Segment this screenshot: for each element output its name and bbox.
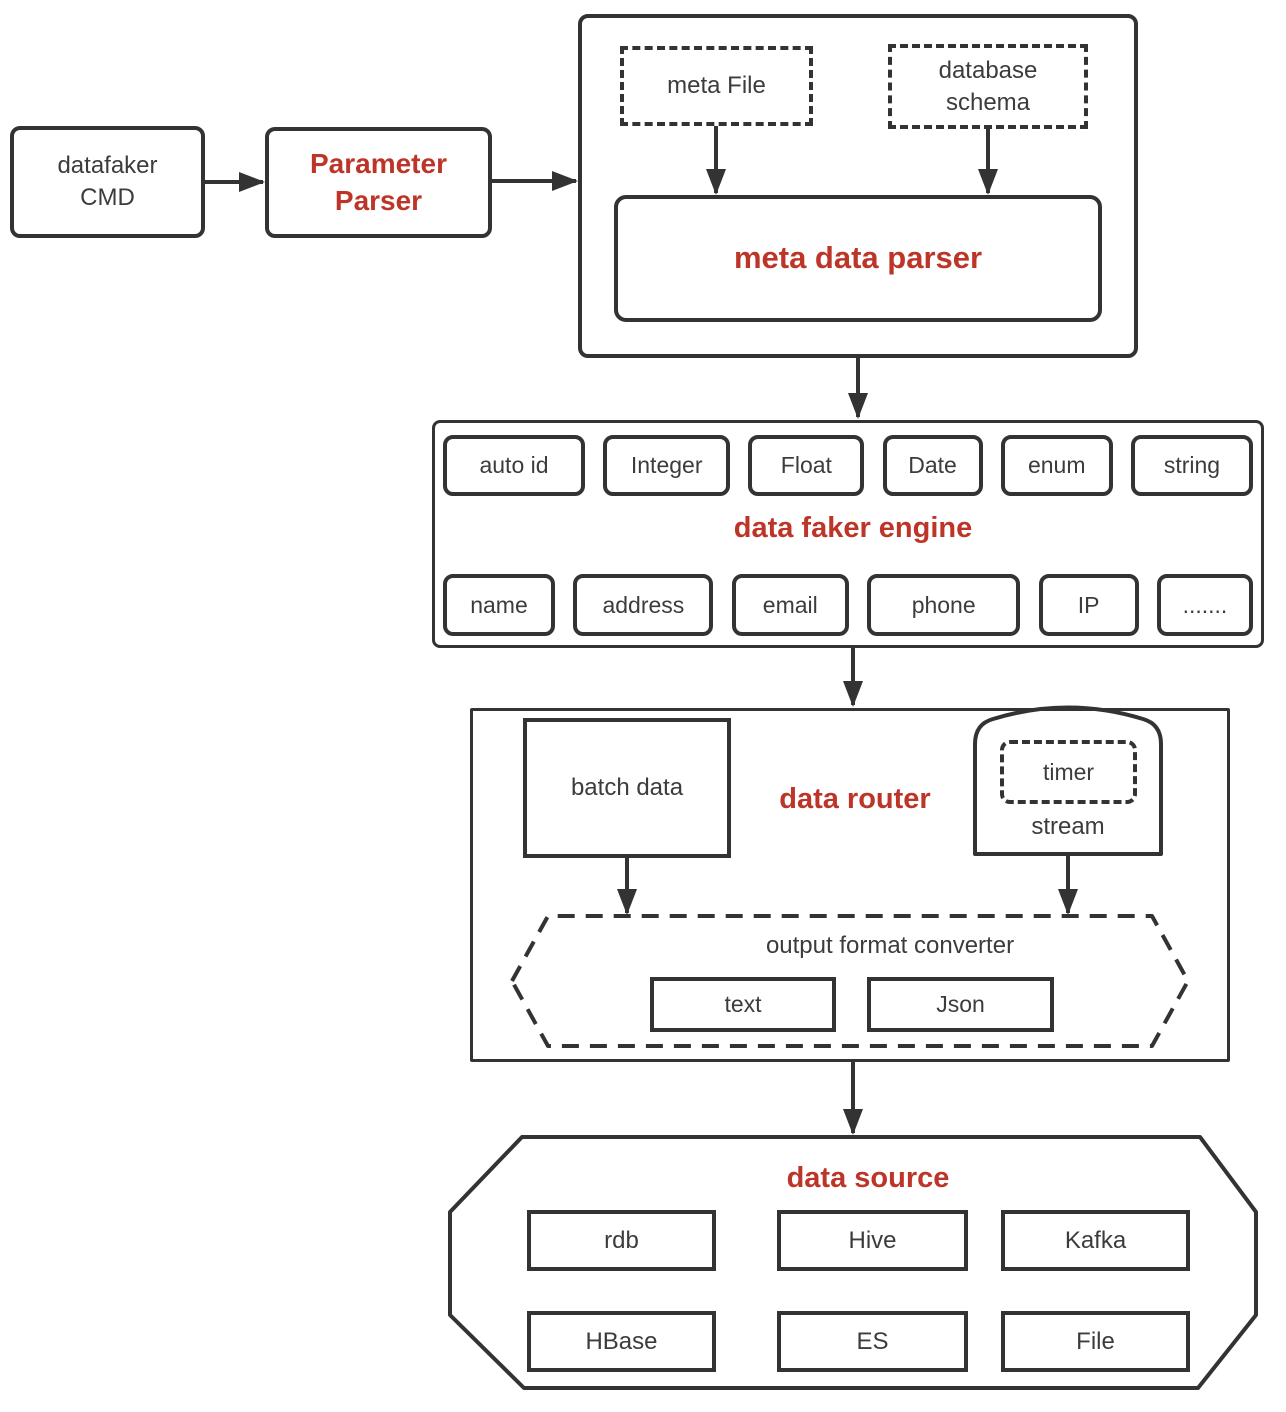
engine-generator-chip: ....... (1156, 574, 1253, 636)
source-node-hbase: HBase (527, 1311, 716, 1372)
source-node-es: ES (777, 1311, 968, 1372)
stream-shape (973, 705, 1163, 856)
engine-type-chip: auto id (443, 435, 585, 496)
datafaker-cmd-node: datafaker CMD (10, 126, 205, 238)
source-node-file: File (1001, 1311, 1190, 1372)
batch-data-node: batch data (523, 718, 731, 858)
engine-type-chip: Integer (603, 435, 731, 496)
engine-type-chip: Date (882, 435, 983, 496)
parameter-parser-node: Parameter Parser (265, 127, 492, 238)
source-node-rdb: rdb (527, 1210, 716, 1271)
engine-container (432, 420, 1264, 648)
format-json-node: Json (867, 977, 1054, 1032)
engine-generator-chip: phone (867, 574, 1021, 636)
source-node-hive: Hive (777, 1210, 968, 1271)
meta-data-parser-node: meta data parser (614, 195, 1102, 322)
database-schema-node: database schema (888, 44, 1088, 129)
stream-label: stream (1031, 813, 1105, 840)
engine-generator-chip: name (443, 574, 555, 636)
engine-generator-chip: address (573, 574, 714, 636)
engine-generator-chip: email (731, 574, 849, 636)
engine-type-chip: string (1130, 435, 1253, 496)
engine-type-chip: enum (1000, 435, 1113, 496)
engine-title: data faker engine (733, 512, 973, 544)
engine-type-row: auto id Integer Float Date enum string (443, 435, 1253, 496)
engine-generator-row: name address email phone IP ....... (443, 574, 1253, 636)
source-title: data source (786, 1162, 950, 1194)
timer-node: timer (1000, 740, 1137, 804)
meta-file-node: meta File (620, 46, 813, 126)
engine-generator-chip: IP (1038, 574, 1139, 636)
engine-type-chip: Float (748, 435, 865, 496)
meta-parser-container (578, 14, 1138, 358)
router-container (470, 708, 1230, 1062)
source-node-kafka: Kafka (1001, 1210, 1190, 1271)
router-title: data router (779, 783, 931, 815)
format-text-node: text (650, 977, 836, 1032)
output-converter-title: output format converter (765, 932, 1015, 959)
